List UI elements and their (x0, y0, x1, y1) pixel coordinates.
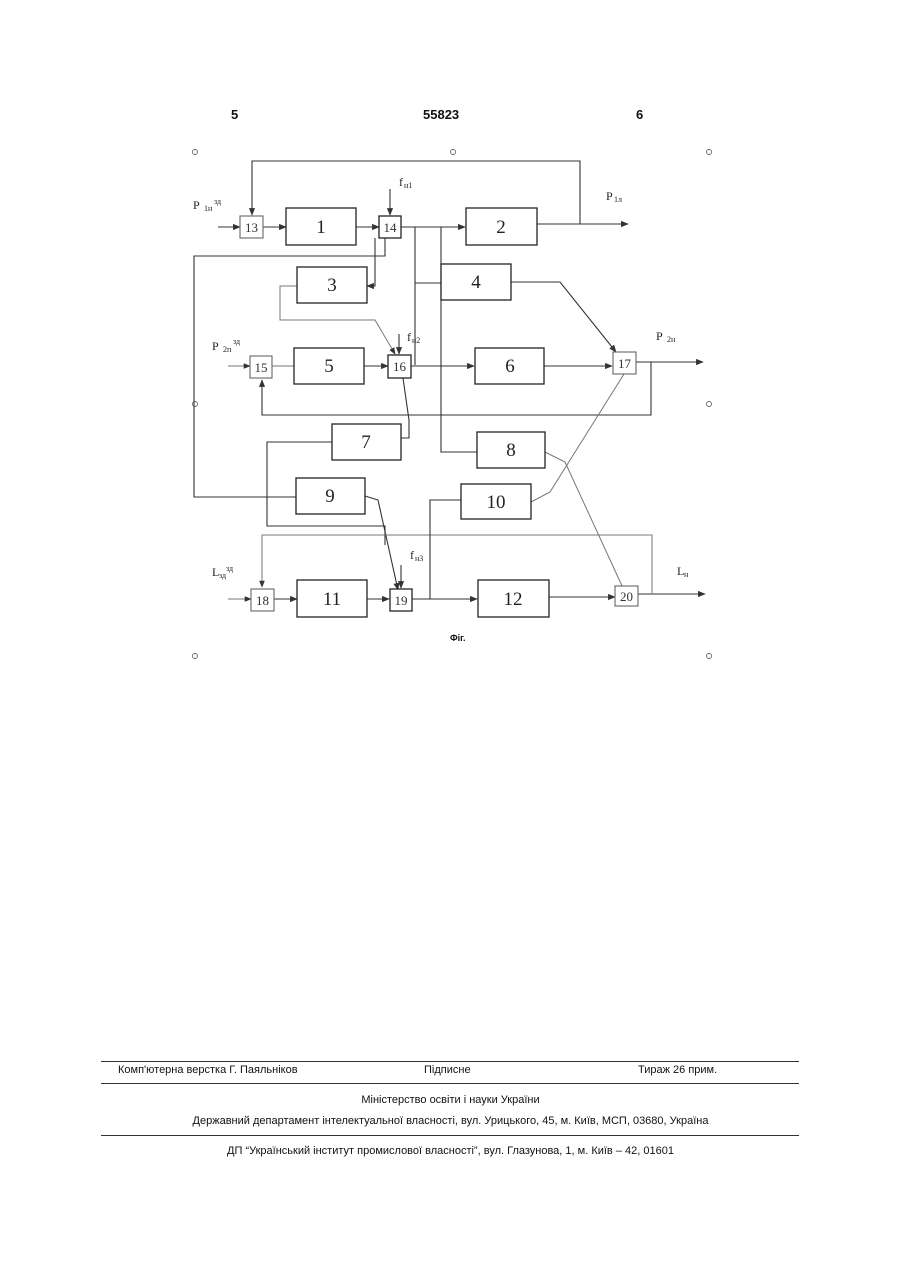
node-14: 14 (379, 216, 401, 238)
block-1: 1 (286, 208, 356, 245)
svg-text:20: 20 (620, 589, 633, 604)
footer-rule-middle (101, 1083, 799, 1084)
svg-text:18: 18 (256, 593, 269, 608)
imprint-circulation: Тираж 26 прим. (638, 1064, 717, 1076)
disturbance-label-f3: f н3 (410, 548, 423, 563)
svg-text:P: P (656, 329, 663, 343)
block-5: 5 (294, 348, 364, 384)
publisher-line: ДП “Український інститут промислової вла… (0, 1145, 901, 1157)
svg-text:2н: 2н (667, 335, 676, 344)
block-diagram: 1 2 3 4 5 6 7 8 9 10 11 12 13 14 15 16 1… (0, 0, 901, 700)
ministry-line: Міністерство освіти і науки України (0, 1094, 901, 1106)
node-17: 17 (613, 352, 636, 374)
node-15: 15 (250, 356, 272, 378)
node-16: 16 (388, 355, 411, 378)
svg-text:2п: 2п (223, 345, 232, 354)
output-label-l: L н (677, 564, 689, 579)
svg-text:f: f (410, 548, 414, 562)
svg-text:5: 5 (324, 356, 334, 377)
svg-text:9: 9 (325, 486, 335, 507)
svg-text:3: 3 (327, 275, 337, 296)
block-11: 11 (297, 580, 367, 617)
svg-text:16: 16 (393, 359, 407, 374)
block-8: 8 (477, 432, 545, 468)
node-20: 20 (615, 586, 638, 606)
svg-text:н: н (684, 570, 689, 579)
imprint-signed: Підписне (424, 1064, 471, 1076)
footer-rule-bottom (101, 1135, 799, 1136)
output-label-p2: P 2н (656, 329, 676, 344)
block-10: 10 (461, 484, 531, 519)
svg-text:14: 14 (384, 220, 398, 235)
svg-text:P: P (212, 339, 219, 353)
block-9: 9 (296, 478, 365, 514)
svg-text:P: P (606, 189, 613, 203)
input-label-p1: P 1н зд (193, 197, 221, 213)
disturbance-label-f2: f н2 (407, 330, 420, 345)
block-2: 2 (466, 208, 537, 245)
block-7: 7 (332, 424, 401, 460)
node-19: 19 (390, 589, 412, 611)
output-label-p1: P 1л (606, 189, 622, 204)
connection-lines (194, 161, 705, 599)
svg-text:н3: н3 (415, 554, 423, 563)
svg-text:17: 17 (618, 356, 632, 371)
svg-text:7: 7 (361, 432, 371, 453)
block-12: 12 (478, 580, 549, 617)
svg-text:19: 19 (395, 593, 408, 608)
svg-text:1н: 1н (204, 204, 213, 213)
svg-text:6: 6 (505, 356, 515, 377)
disturbance-label-f1: f н1 (399, 175, 412, 190)
svg-text:f: f (399, 175, 403, 189)
svg-text:12: 12 (504, 589, 523, 610)
node-13: 13 (240, 216, 263, 238)
block-3: 3 (297, 267, 367, 303)
svg-text:зд: зд (214, 197, 221, 206)
svg-text:н1: н1 (404, 181, 412, 190)
svg-text:15: 15 (255, 360, 268, 375)
svg-text:2: 2 (496, 217, 506, 238)
svg-text:4: 4 (471, 272, 481, 293)
block-4: 4 (441, 264, 511, 300)
footer-rule-top (101, 1061, 799, 1062)
registration-marks (193, 150, 712, 659)
svg-text:1л: 1л (614, 195, 622, 204)
figure-caption: Фіг. (450, 633, 466, 643)
input-label-l: L зд зд (212, 564, 233, 580)
svg-text:10: 10 (487, 492, 506, 513)
svg-text:1: 1 (316, 217, 326, 238)
svg-text:8: 8 (506, 440, 516, 461)
svg-text:11: 11 (323, 589, 341, 610)
svg-text:f: f (407, 330, 411, 344)
department-line: Державний департамент інтелектуальної вл… (0, 1115, 901, 1127)
imprint-typesetter: Комп'ютерна верстка Г. Паяльніков (118, 1064, 298, 1076)
svg-text:н2: н2 (412, 336, 420, 345)
svg-text:зд: зд (226, 564, 233, 573)
input-label-p2: P 2п зд (212, 337, 240, 354)
node-18: 18 (251, 589, 274, 611)
block-6: 6 (475, 348, 544, 384)
svg-text:P: P (193, 198, 200, 212)
svg-text:зд: зд (233, 337, 240, 346)
svg-text:13: 13 (245, 220, 258, 235)
